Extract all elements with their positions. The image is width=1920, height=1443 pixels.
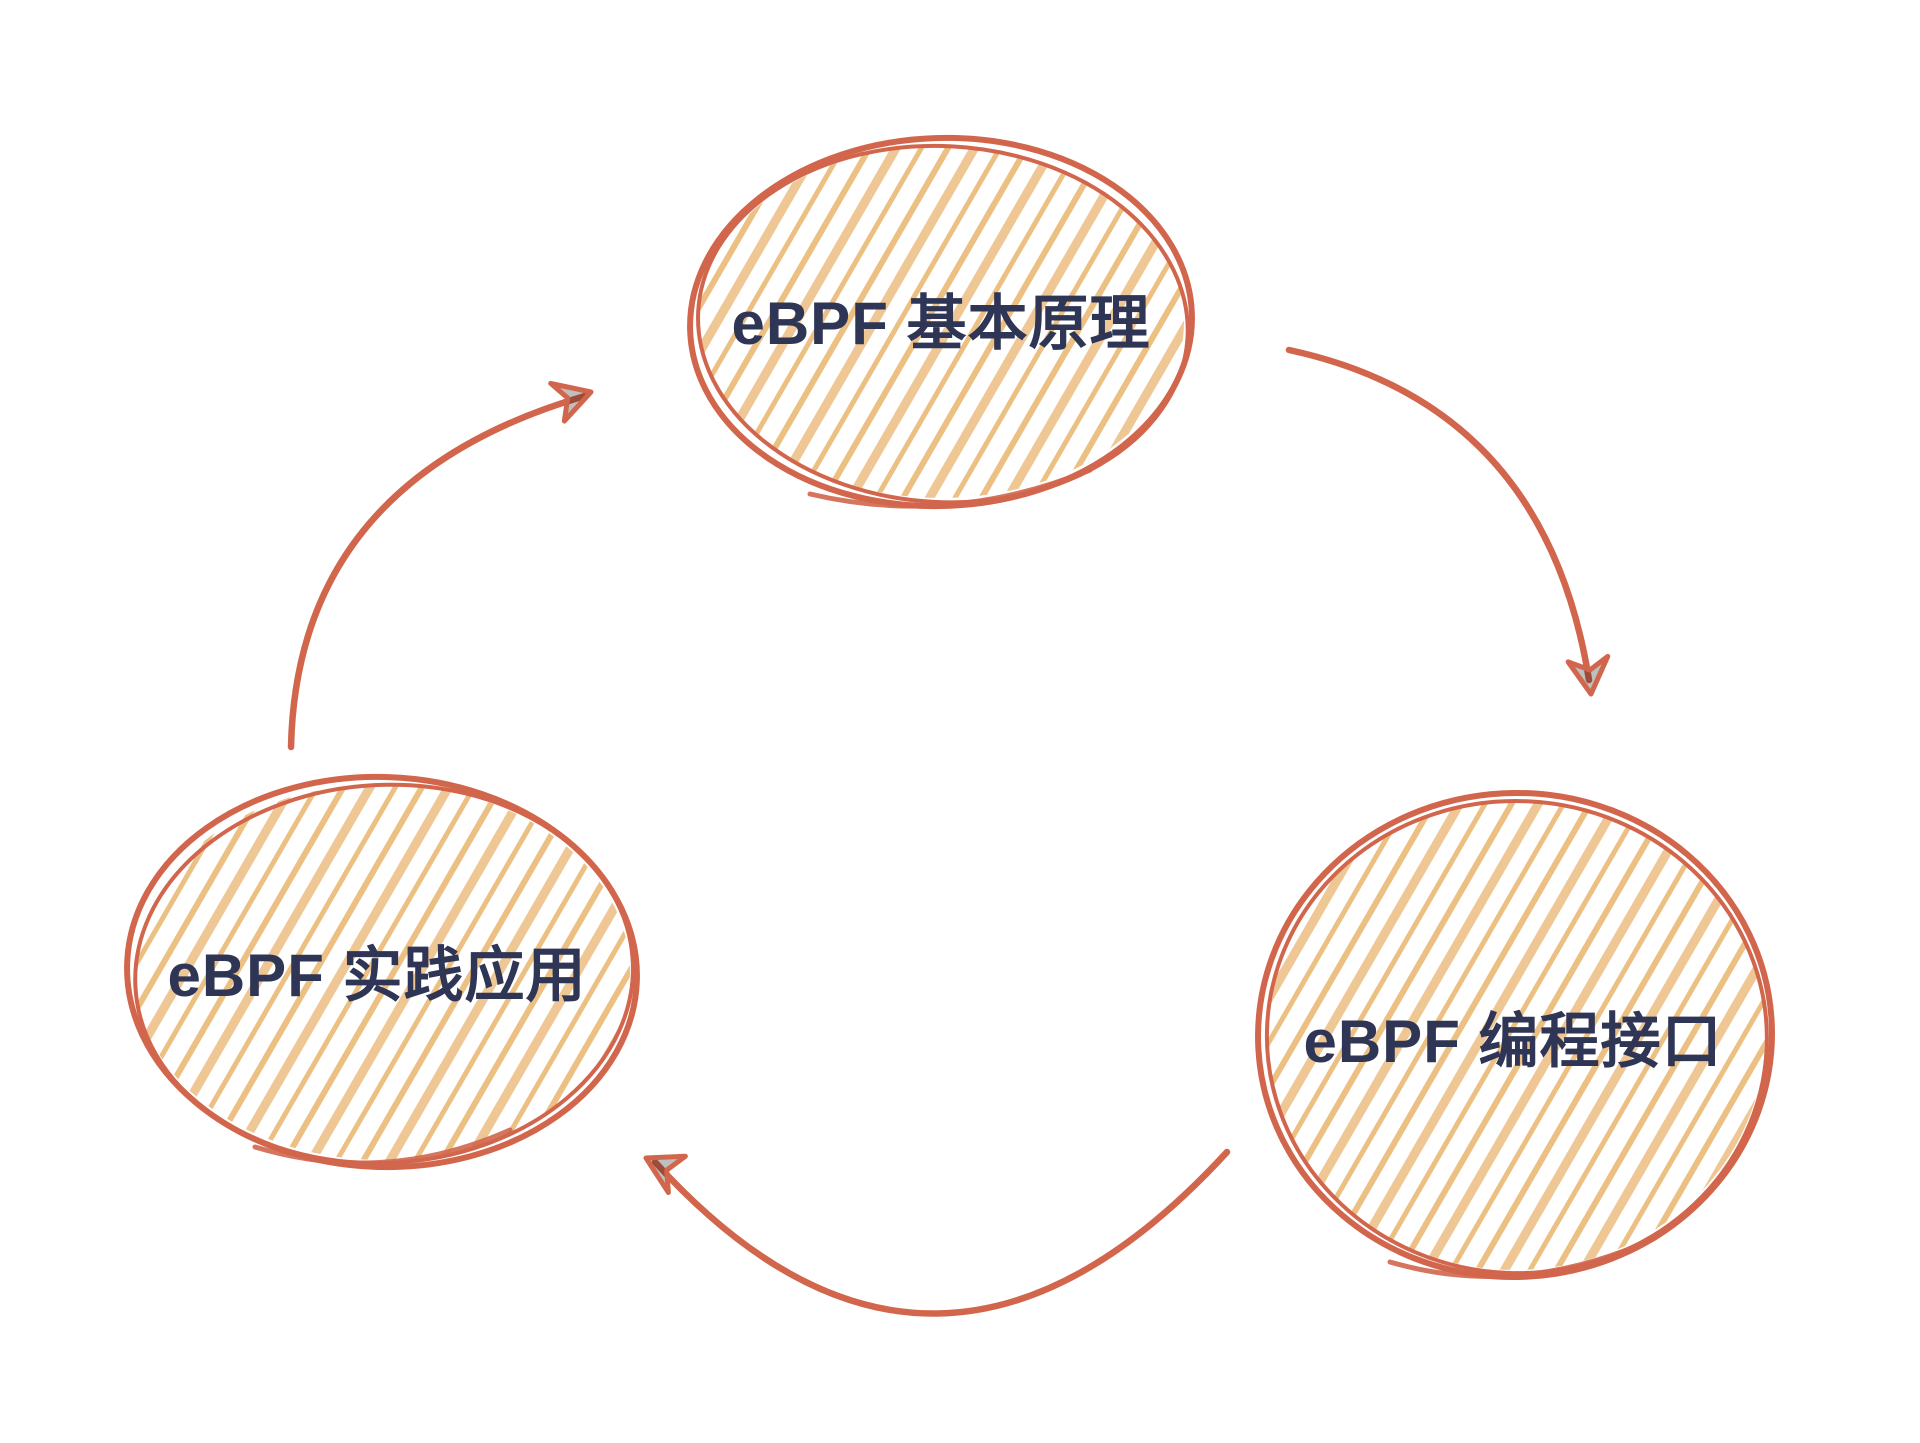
node-outline-stroke	[696, 143, 1190, 505]
node-ebpf-practice-fill	[134, 784, 630, 1160]
node-ebpf-api-outline	[1255, 789, 1775, 1281]
arrow-principles-to-api	[1285, 346, 1593, 684]
node-sketch-overshoot	[807, 467, 1093, 509]
arrow-api-to-practice	[651, 1148, 1231, 1317]
node-sketch-overshoot	[252, 1127, 513, 1166]
arrowhead-practice-to-principles	[548, 380, 594, 424]
node-ebpf-api: eBPF 编程接口	[1255, 789, 1775, 1281]
arrow-practice-to-principles	[287, 392, 589, 751]
node-sketch-overshoot	[1387, 1235, 1658, 1279]
node-ebpf-principles-outline	[687, 134, 1195, 510]
node-ebpf-api-fill	[1265, 800, 1765, 1270]
arrowhead-api-to-practice	[643, 1153, 688, 1196]
arrowhead-principles-to-api	[1565, 653, 1611, 697]
node-ebpf-practice: eBPF 实践应用	[124, 773, 640, 1171]
node-ebpf-principles-fill	[698, 146, 1184, 498]
node-outline-stroke	[1264, 799, 1769, 1276]
node-label-principles: eBPF 基本原理	[731, 290, 1150, 357]
node-ebpf-practice-outline	[124, 773, 640, 1171]
node-label-api: eBPF 编程接口	[1303, 1008, 1722, 1075]
node-ebpf-principles: eBPF 基本原理	[687, 134, 1195, 510]
node-outline-stroke	[124, 773, 640, 1171]
node-label-practice: eBPF 实践应用	[167, 942, 586, 1009]
cycle-arrows	[287, 346, 1611, 1317]
